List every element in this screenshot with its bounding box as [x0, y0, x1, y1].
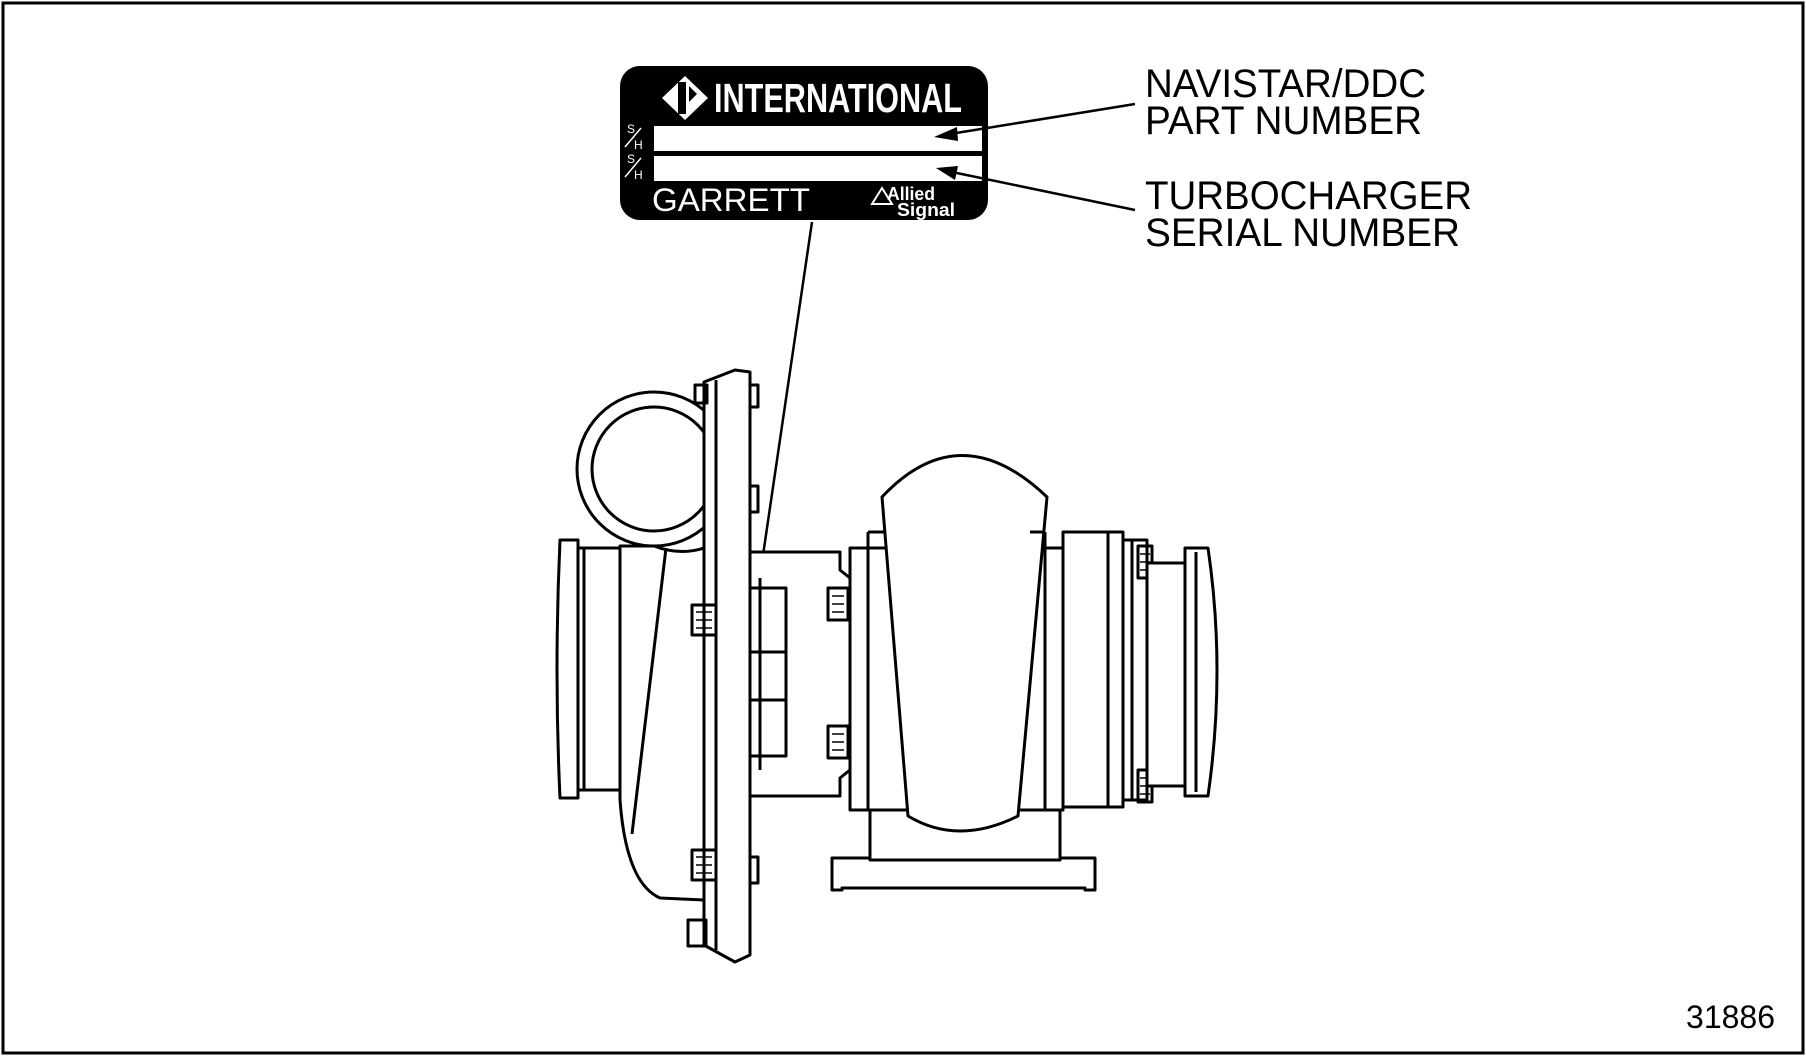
plate-maker-name: GARRETT: [652, 182, 810, 218]
svg-text:TURBOCHARGER: TURBOCHARGER: [1145, 174, 1472, 218]
compressor-flange: [686, 368, 760, 964]
international-logo-icon: [662, 76, 708, 120]
arrow-serial-number: [936, 166, 958, 180]
svg-text:H: H: [634, 168, 643, 182]
svg-text:S: S: [627, 122, 635, 136]
svg-text:H: H: [634, 138, 643, 152]
turbine-outlet: [1061, 530, 1219, 809]
svg-text:PART NUMBER: PART NUMBER: [1145, 99, 1422, 143]
turbine-housing: [826, 454, 1097, 892]
arrow-part-number: [934, 127, 958, 141]
svg-text:S: S: [627, 152, 635, 166]
compressor-housing: [618, 544, 706, 902]
plate-part-number-field: [654, 126, 982, 151]
callout-serial-number: TURBOCHARGER SERIAL NUMBER: [1145, 174, 1472, 255]
plate-serial-number-field: [654, 156, 982, 181]
plate-field-1-label: S H: [624, 122, 643, 152]
allied-signal-logo-icon: Allied Signal: [870, 184, 955, 220]
leader-line-part-number: [949, 102, 1136, 136]
compressor-inlet: [555, 538, 620, 800]
svg-text:NAVISTAR/DDC: NAVISTAR/DDC: [1145, 62, 1426, 106]
plate-field-2-label: S H: [624, 152, 643, 182]
callout-part-number: NAVISTAR/DDC PART NUMBER: [1145, 62, 1426, 143]
svg-text:SERIAL NUMBER: SERIAL NUMBER: [1145, 211, 1460, 255]
plate-brand-name: INTERNATIONAL: [714, 75, 962, 121]
figure-number: 31886: [1686, 999, 1775, 1035]
svg-text:Allied: Allied: [887, 184, 935, 204]
leader-line-serial-number: [951, 170, 1136, 212]
identification-plate: INTERNATIONAL S H S H GARRETT Allied Sig…: [620, 66, 988, 220]
svg-text:Signal: Signal: [897, 200, 955, 220]
turbocharger-illustration: [555, 368, 1219, 964]
